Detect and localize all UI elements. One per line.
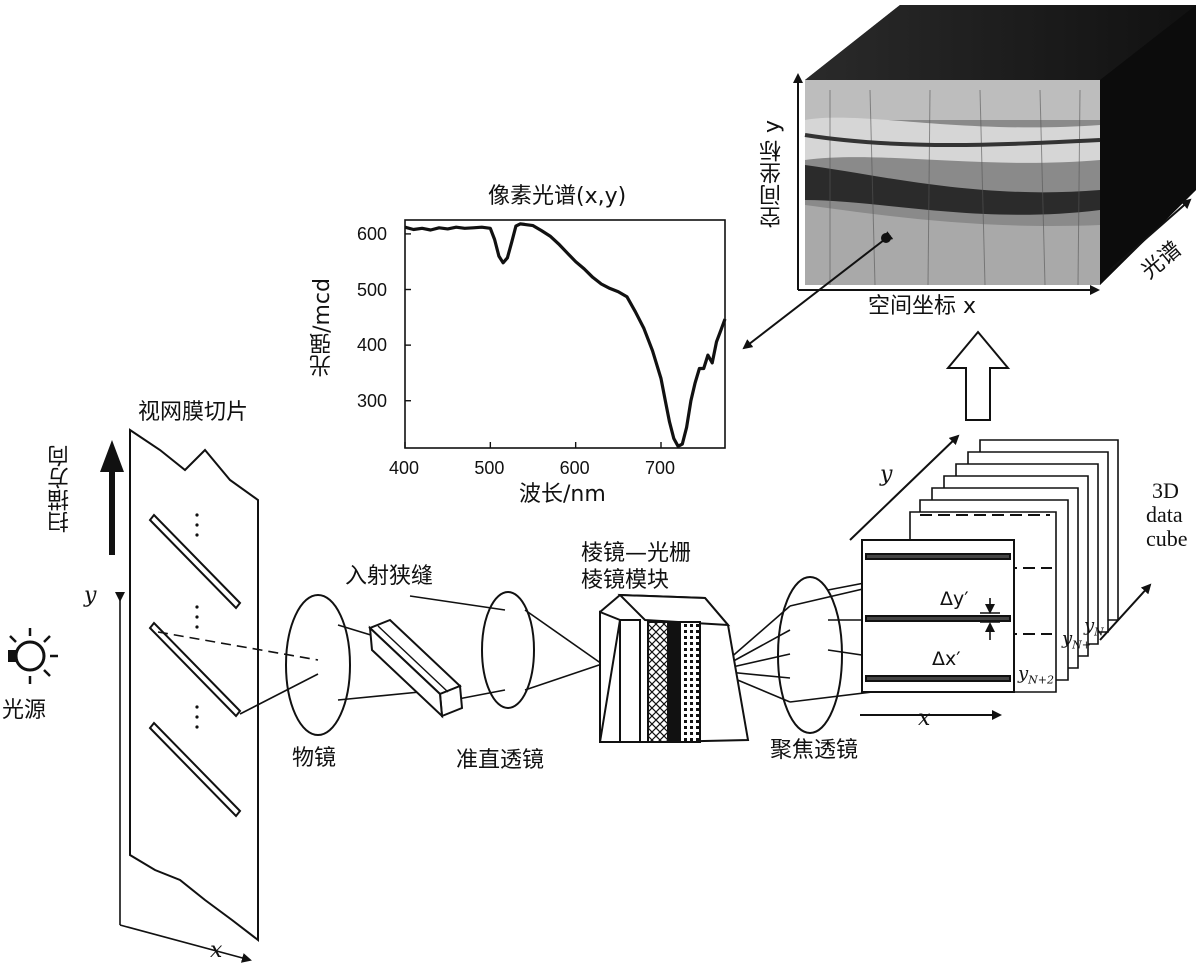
focusing-lens-shape xyxy=(777,576,843,734)
focusing-lens-label: 聚焦透镜 xyxy=(770,738,859,763)
slice-scan-lines xyxy=(148,513,242,818)
prism-grating-module xyxy=(599,593,750,743)
pixel-pointer-arrow xyxy=(742,231,894,350)
x-tick-label: 700 xyxy=(645,458,676,478)
y-tick-label: 500 xyxy=(357,279,388,300)
chart-x-axis-title: 波长/nm xyxy=(519,482,606,507)
scan-direction-label: 扫描方向 xyxy=(48,445,73,533)
entrance-slit-label: 入射狭缝 xyxy=(345,564,434,589)
spectrum-series-line xyxy=(404,222,727,448)
cube-axes xyxy=(849,434,1152,720)
y-tick-label: 600 xyxy=(357,223,388,244)
slice-y-axis-label: y xyxy=(84,583,97,608)
data-cube-label-line2: data xyxy=(1146,502,1183,527)
chart-ticks xyxy=(404,233,662,448)
pixel-spectrum-chart xyxy=(404,219,727,449)
retina-slice-plane xyxy=(115,428,259,963)
x-tick-label: 400 xyxy=(389,458,420,478)
y-tick-label: 300 xyxy=(357,390,388,411)
scan-direction-arrow xyxy=(100,440,124,555)
prism-grating-label-line1: 棱镜—光栅 xyxy=(581,541,692,566)
data-cube-label-line1: 3D xyxy=(1152,478,1179,503)
y-n2-label: yN+2 xyxy=(1018,663,1055,687)
light-bulb-icon xyxy=(8,628,58,684)
objective-lens-label: 物镜 xyxy=(292,746,337,771)
y-tick-label: 400 xyxy=(357,335,388,356)
y-n1-label: yN+ xyxy=(1062,628,1092,652)
spatial-y-label: 空间坐标 y xyxy=(760,120,785,229)
chart-title: 像素光谱(x,y) xyxy=(488,184,627,209)
chart-frame xyxy=(404,219,726,449)
delta-x-label: Δx′ xyxy=(932,648,961,670)
chart-y-axis-title: 光强/mcd xyxy=(310,278,335,377)
x-tick-label: 500 xyxy=(474,458,505,478)
up-arrow-icon xyxy=(945,330,1011,421)
entrance-slit-shape xyxy=(368,618,464,719)
x-tick-label: 600 xyxy=(559,458,590,478)
delta-markers xyxy=(980,598,1000,640)
light-source-label: 光源 xyxy=(2,698,47,723)
cube-y-axis-label: y xyxy=(880,462,893,487)
hyperspectral-cube-image xyxy=(804,5,1196,286)
collimating-lens-label: 准直透镜 xyxy=(456,748,545,773)
retina-slice-label: 视网膜切片 xyxy=(138,400,249,425)
y-n-label: yN xyxy=(1084,615,1104,639)
slice-x-axis-label: x xyxy=(210,938,223,963)
delta-y-label: Δy′ xyxy=(940,588,969,610)
slice-ellipsis-dots xyxy=(195,513,199,729)
prism-grating-label-line2: 棱镜模块 xyxy=(581,568,670,593)
spatial-x-label: 空间坐标 x xyxy=(868,294,977,319)
cube-x-axis-label: x xyxy=(918,706,931,731)
front-frame xyxy=(861,539,1015,693)
data-cube-label-line3: cube xyxy=(1146,526,1188,551)
collimating-lens-shape xyxy=(481,591,535,709)
objective-lens-shape xyxy=(285,594,351,736)
